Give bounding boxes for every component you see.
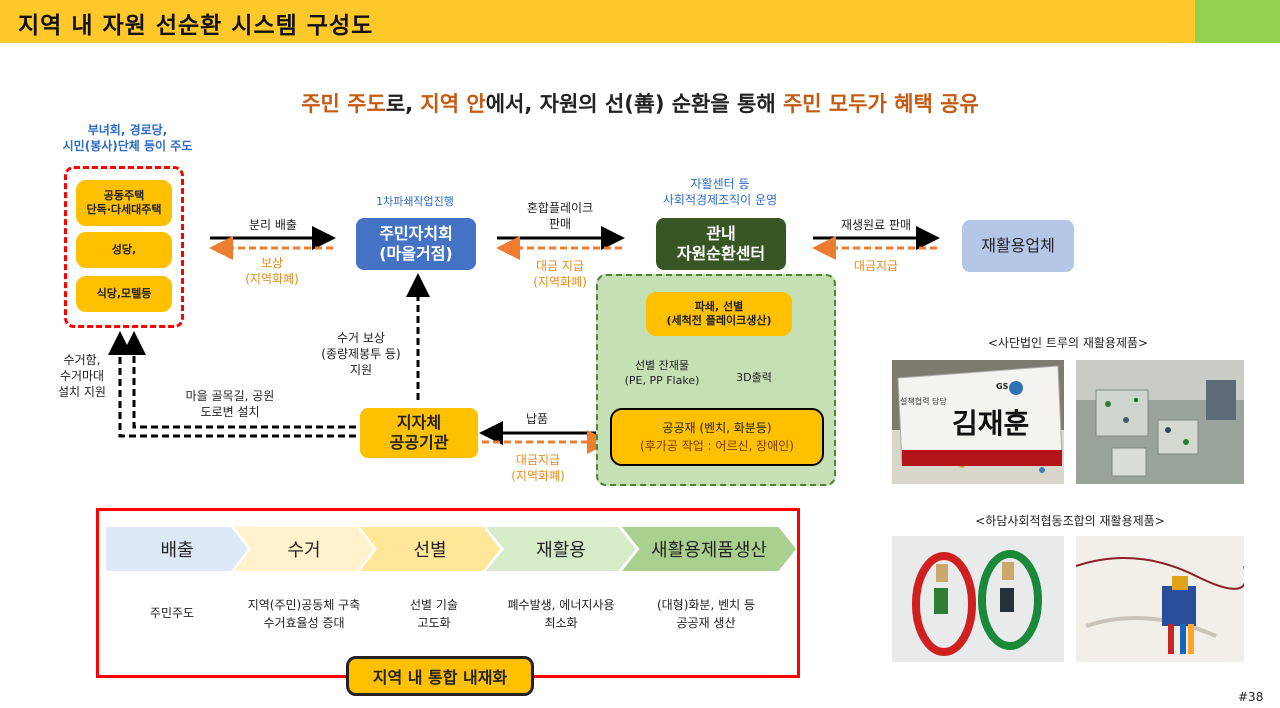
product-step: 공공재 (벤치, 화분등) (후가공 작업 : 어르신, 장애인) [610,408,824,466]
photo-nameplate: GS 설책협력 담당 김재훈 [892,360,1064,484]
resident-item-restaurant: 식당,모텔등 [76,276,172,312]
flow-desc-3: 선별 기술 고도화 [410,598,458,630]
center-node: 관내 자원순환센터 [656,218,786,270]
flow-desc-5: (대형)화분, 벤치 등 공공재 생산 [656,598,756,630]
government-node: 지자체 공공기관 [360,408,478,458]
residue-label: 선별 잔재물 (PE, PP Flake) [624,359,700,387]
flow-desc-4: 폐수발생, 에너지사용 최소화 [507,598,615,630]
sign-left-text: 설책협력 담당 [900,397,947,406]
subtitle-text-1: 로, [385,92,421,116]
photo-caption-2: <하담사회적협동조합의 재활용제품> [975,514,1165,528]
flow-step-upcycle: 새활용제품생산 [622,527,796,571]
resident-item-church: 성당, [76,232,172,268]
flow-desc-2: 지역(주민)공동체 구축 수거효율성 증대 [247,598,361,630]
nameplate-image [892,360,1064,484]
resident-item-housing: 공동주택 단독·다세대주택 [76,180,172,226]
raw-sale-label: 재생원료 판매 [840,218,912,232]
subtitle-text-2: 에서, 자원의 선(善) 순환을 통해 [485,92,783,116]
resident-group-box [64,166,184,328]
recycler-node: 재활용업체 [962,220,1074,272]
hq-node: 주민자치회 (마을거점) [356,218,476,270]
subtitle: 주민 주도로, 지역 안에서, 자원의 선(善) 순환을 통해 주민 모두가 혜… [0,88,1280,118]
separate-label: 분리 배출 [249,218,297,232]
print3d-label: 3D출력 [736,371,772,384]
reward-label: 보상 (지역화폐) [245,256,299,286]
keyrings-image [892,536,1064,662]
delivery-label: 납품 [525,412,549,426]
page-title: 지역 내 자원 선순환 시스템 구성도 [18,13,374,39]
sign-small-text: GS [996,382,1009,391]
gov-payment-label: 대금지급 (지역화폐) [511,453,565,483]
photo-keyrings [892,536,1064,662]
bench-image [1076,360,1244,484]
sign-name-text: 김재훈 [952,407,1030,440]
subtitle-highlight-1: 주민 주도 [301,92,386,116]
integration-badge: 지역 내 통합 내재화 [346,656,534,696]
payment-label: 대금 지급 (지역화폐) [533,259,587,289]
raw-payment-label: 대금지급 [853,259,899,273]
photo-gift-wrap [1076,536,1244,662]
photo-bench [1076,360,1244,484]
hq-top-label: 1차파쇄작업진행 [376,195,454,208]
subtitle-highlight-3: 주민 모두가 혜택 공유 [782,92,979,116]
flow-step-collect: 수거 [234,527,374,571]
subtitle-highlight-2: 지역 안 [420,92,486,116]
gift-wrap-image [1076,536,1244,662]
crush-step: 파쇄, 선별 (세척전 플레이크생산) [646,292,792,336]
flow-steps: 배출 수거 선별 재활용 새활용제품생산 [106,527,796,571]
title-bar-accent [1195,0,1280,43]
flow-step-discharge: 배출 [106,527,248,571]
center-top-label: 자활센터 등 사회적경제조직이 운영 [662,177,778,207]
flow-desc-1: 주민주도 [149,606,195,620]
page-number: #38 [1238,690,1264,704]
bin-support-label: 수거함, 수거마대 설치 지원 [58,353,106,399]
flow-step-recycle: 재활용 [486,527,636,571]
title-bar [0,0,1195,43]
photo-caption-1: <사단법인 트루의 재활용제품> [987,336,1149,350]
flow-step-sort: 선별 [360,527,500,571]
resident-group-header: 부녀회, 경로당, 시민(봉사)단체 등이 주도 [62,123,193,153]
flake-sale-label: 혼합플레이크 판매 [526,201,594,231]
collect-reward-label: 수거 보상 (종량제봉투 등) 지원 [321,331,401,377]
alley-label: 마을 골목길, 공원 도로변 설치 [185,389,275,419]
